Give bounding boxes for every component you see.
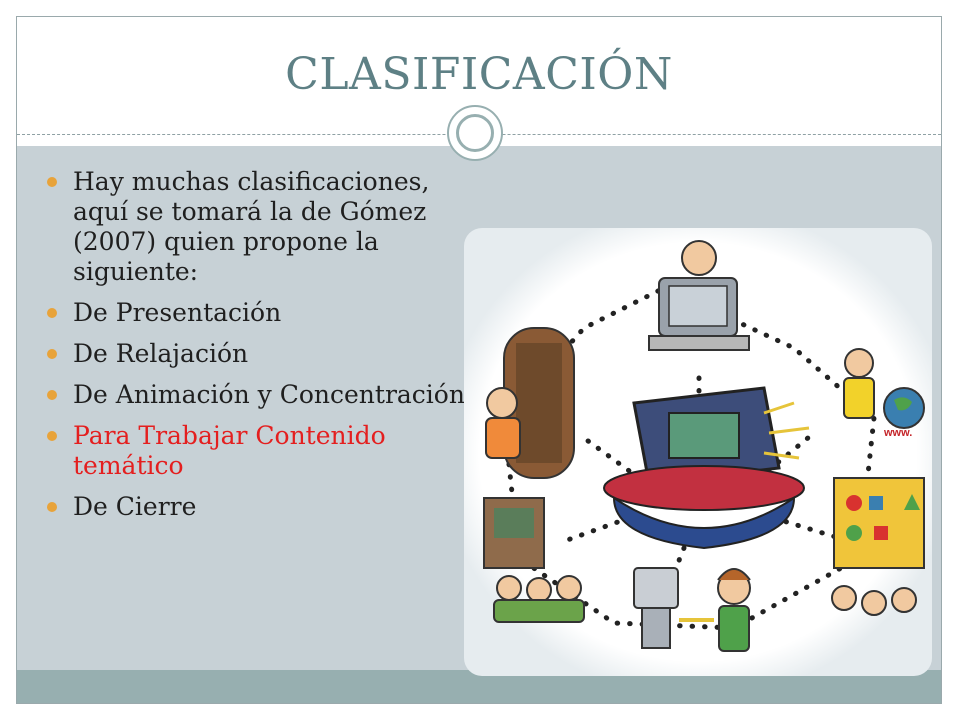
bullet-text: De Presentación (73, 298, 282, 327)
robot-and-girl-icon (633, 567, 751, 652)
slide-frame: CLASIFICACIÓN Hay muchas clasificaciones… (16, 16, 942, 704)
bullet-item: De Presentación (47, 298, 477, 328)
bullet-dot-icon (47, 349, 57, 359)
divider-circle-ornament (447, 105, 503, 161)
bullet-dot-icon (47, 431, 57, 441)
bullet-item: De Relajación (47, 339, 477, 369)
bullet-text: De Animación y Concentración (73, 380, 465, 409)
bullet-dot-icon (47, 177, 57, 187)
classroom-children-icon (483, 497, 585, 623)
bullet-dot-icon (47, 502, 57, 512)
network-illustration: www. (464, 228, 932, 676)
bullet-dot-icon (47, 308, 57, 318)
bullet-item: De Animación y Concentración (47, 380, 477, 410)
teacher-shapes-board-icon (831, 477, 925, 616)
person-reading-icon (485, 327, 575, 479)
bullet-list: Hay muchas clasificaciones, aquí se toma… (47, 167, 477, 533)
central-computer-icon (603, 386, 810, 550)
bullet-item: Hay muchas clasificaciones, aquí se toma… (47, 167, 477, 287)
bullet-item-highlighted: Para Trabajar Contenido temático (47, 421, 477, 481)
person-at-computer-icon (648, 240, 750, 351)
bullet-dot-icon (47, 390, 57, 400)
www-label: www. (883, 427, 912, 439)
bullet-text: De Relajación (73, 339, 249, 368)
slide-title: CLASIFICACIÓN (285, 49, 673, 100)
bullet-text: De Cierre (73, 492, 197, 521)
bullet-item: De Cierre (47, 492, 477, 522)
bullet-text: Hay muchas clasificaciones, aquí se toma… (73, 167, 430, 286)
bullet-text: Para Trabajar Contenido temático (73, 421, 386, 480)
child-with-globe-icon: www. (843, 348, 925, 439)
